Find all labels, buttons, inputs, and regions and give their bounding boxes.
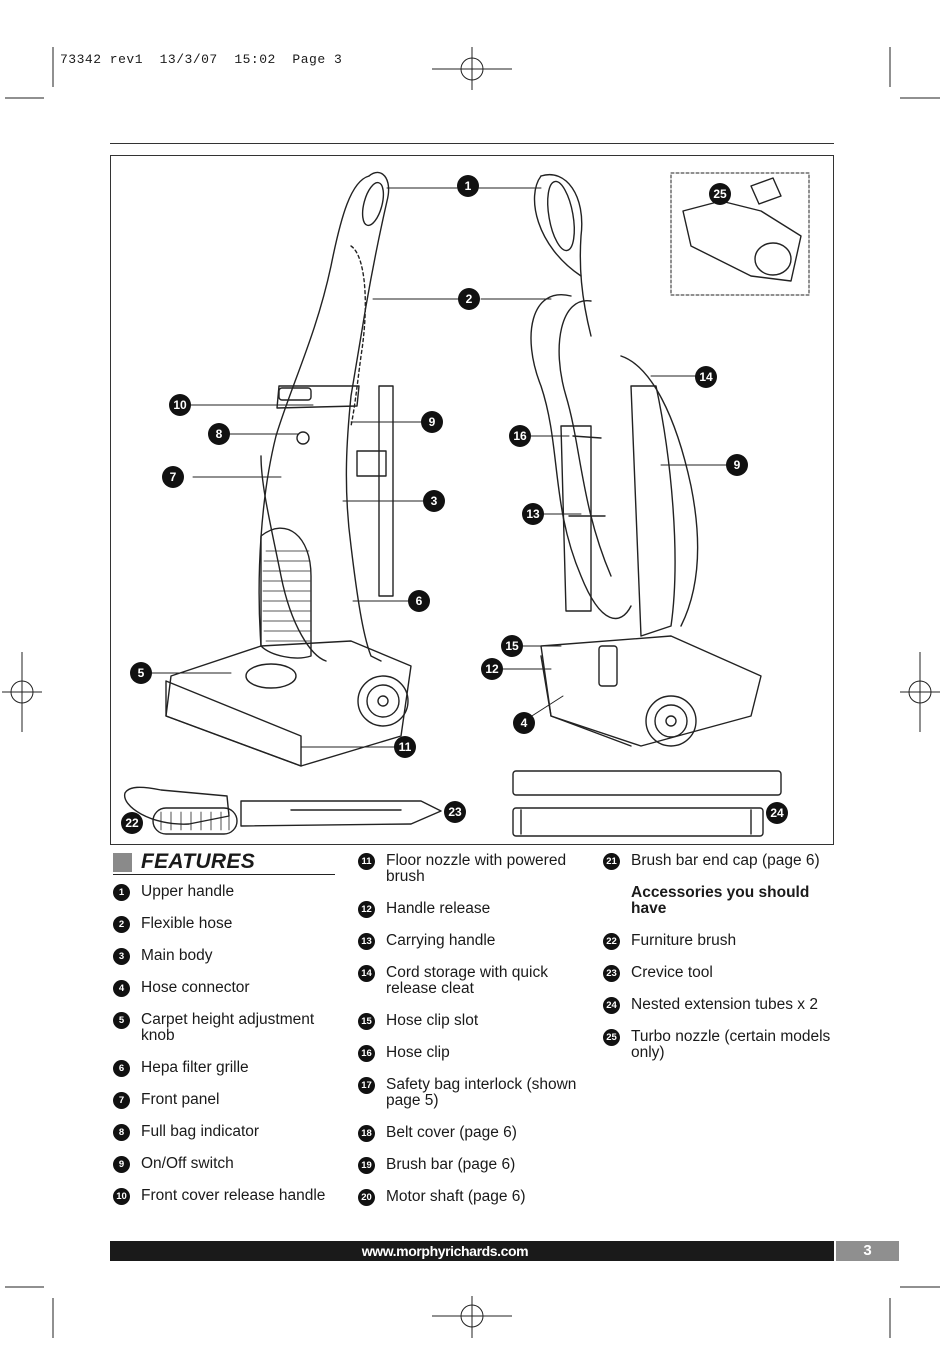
registration-mark-bottom (432, 1296, 512, 1338)
features-heading: FEATURES (113, 850, 335, 875)
leader-lines (150, 187, 727, 748)
callout-16: 16 (509, 425, 531, 447)
page-number: 3 (836, 1241, 899, 1261)
registration-mark-right (900, 652, 940, 732)
heading-square-icon (113, 853, 132, 872)
callout-15: 15 (501, 635, 523, 657)
furniture-brush (124, 786, 238, 835)
callout-5: 5 (130, 662, 152, 684)
footer-bar (110, 1241, 834, 1261)
vacuum-illustration (124, 171, 810, 837)
callout-25: 25 (709, 183, 731, 205)
callout-9-front: 9 (421, 411, 443, 433)
callout-10: 10 (169, 394, 191, 416)
turbo-nozzle (682, 177, 802, 282)
callout-1: 1 (457, 175, 479, 197)
callout-2: 2 (458, 288, 480, 310)
accessories-heading: Accessories you should have (631, 884, 810, 917)
back-view-vacuum (530, 173, 762, 747)
callout-9-back: 9 (726, 454, 748, 476)
callout-7: 7 (162, 466, 184, 488)
registration-mark-top (432, 47, 512, 90)
footer-url: www.morphyrichards.com (361, 1243, 529, 1259)
callout-22: 22 (121, 812, 143, 834)
vacuum-diagram: 1 2 10 9 8 16 14 7 3 13 9 6 15 5 12 4 11… (110, 155, 834, 845)
top-rule (110, 143, 834, 144)
extension-tubes (512, 770, 782, 837)
print-header: 73342 rev1 13/3/07 15:02 Page 3 (60, 52, 343, 67)
callout-8: 8 (208, 423, 230, 445)
registration-mark-left (2, 652, 42, 732)
turbo-nozzle-inset (670, 172, 810, 296)
callout-3: 3 (423, 490, 445, 512)
callout-13: 13 (522, 503, 544, 525)
callout-24: 24 (766, 802, 788, 824)
callout-6: 6 (408, 590, 430, 612)
front-view-vacuum (165, 171, 412, 767)
features-title: FEATURES (141, 850, 256, 873)
crevice-tool (240, 800, 442, 827)
callout-11: 11 (394, 736, 416, 758)
callout-14: 14 (695, 366, 717, 388)
callout-23: 23 (444, 801, 466, 823)
callout-12: 12 (481, 658, 503, 680)
callout-4: 4 (513, 712, 535, 734)
